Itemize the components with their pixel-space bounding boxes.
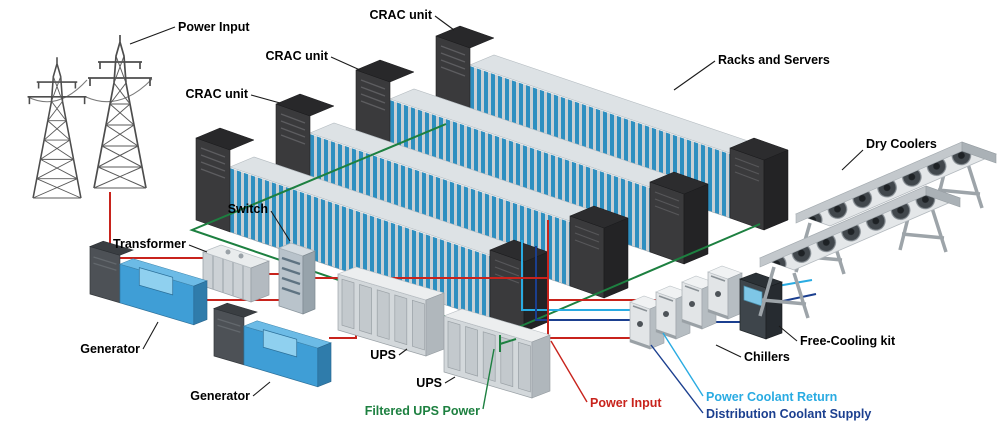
leader-crac-1 [434, 15, 455, 31]
label-ups-1: UPS [370, 348, 396, 362]
label-generator-1: Generator [80, 342, 140, 356]
label-dry-coolers: Dry Coolers [866, 137, 937, 151]
transmission-tower [26, 56, 88, 199]
leader-chillers [715, 344, 742, 358]
chillers-group [629, 265, 743, 350]
leader-coolant-supply [650, 344, 704, 414]
row-end-cabinet [729, 137, 789, 231]
leader-racks [673, 60, 716, 91]
label-power-input-bottom: Power Input [590, 396, 662, 410]
label-crac-2: CRAC unit [266, 49, 329, 63]
coolant-supply-riser [535, 246, 632, 321]
generator-unit [89, 240, 208, 326]
leader-ups-1 [398, 348, 408, 356]
power-wires [27, 78, 153, 103]
label-coolant-return: Power Coolant Return [706, 390, 837, 404]
power-input-towers [26, 34, 153, 199]
label-filtered-ups: Filtered UPS Power [365, 404, 480, 418]
black-leaders [129, 15, 864, 397]
label-crac-1: CRAC unit [370, 8, 433, 22]
label-power-input-top: Power Input [178, 20, 250, 34]
label-crac-3: CRAC unit [186, 87, 249, 101]
label-ups-2: UPS [416, 376, 442, 390]
leader-filtered-ups [482, 348, 495, 410]
label-chillers: Chillers [744, 350, 790, 364]
labels: Power Input CRAC unit CRAC unit CRAC uni… [80, 8, 937, 421]
switch-cabinet [278, 242, 316, 315]
label-coolant-supply: Distribution Coolant Supply [706, 407, 871, 421]
leader-crac-2 [330, 56, 361, 71]
leader-generator-1 [142, 321, 159, 350]
power-chiller-spur [548, 328, 635, 339]
leader-generator-2 [252, 381, 271, 397]
label-transformer: Transformer [113, 237, 186, 251]
leader-crac-3 [250, 94, 281, 104]
transformer [201, 244, 271, 303]
transmission-tower [87, 34, 153, 189]
label-free-cooling: Free-Cooling kit [800, 334, 896, 348]
label-generator-2: Generator [190, 389, 250, 403]
label-racks: Racks and Servers [718, 53, 830, 67]
dry-coolers-group [758, 140, 998, 320]
leader-power-input-top [129, 26, 176, 45]
filtered-ups-drops [499, 335, 517, 352]
leader-switch [270, 210, 291, 242]
coolant-return-riser [521, 240, 632, 311]
chiller-unit [707, 265, 743, 320]
free-cooling-kit [739, 272, 783, 340]
leader-dry-coolers [841, 149, 864, 171]
leader-ups-2 [444, 376, 456, 384]
label-switch: Switch [228, 202, 268, 216]
leader-transformer [188, 244, 208, 253]
leader-coolant-return [662, 332, 704, 397]
generator-unit [213, 302, 332, 388]
leader-power-input-bottom [550, 340, 588, 403]
leader-free-cooling [778, 325, 798, 342]
